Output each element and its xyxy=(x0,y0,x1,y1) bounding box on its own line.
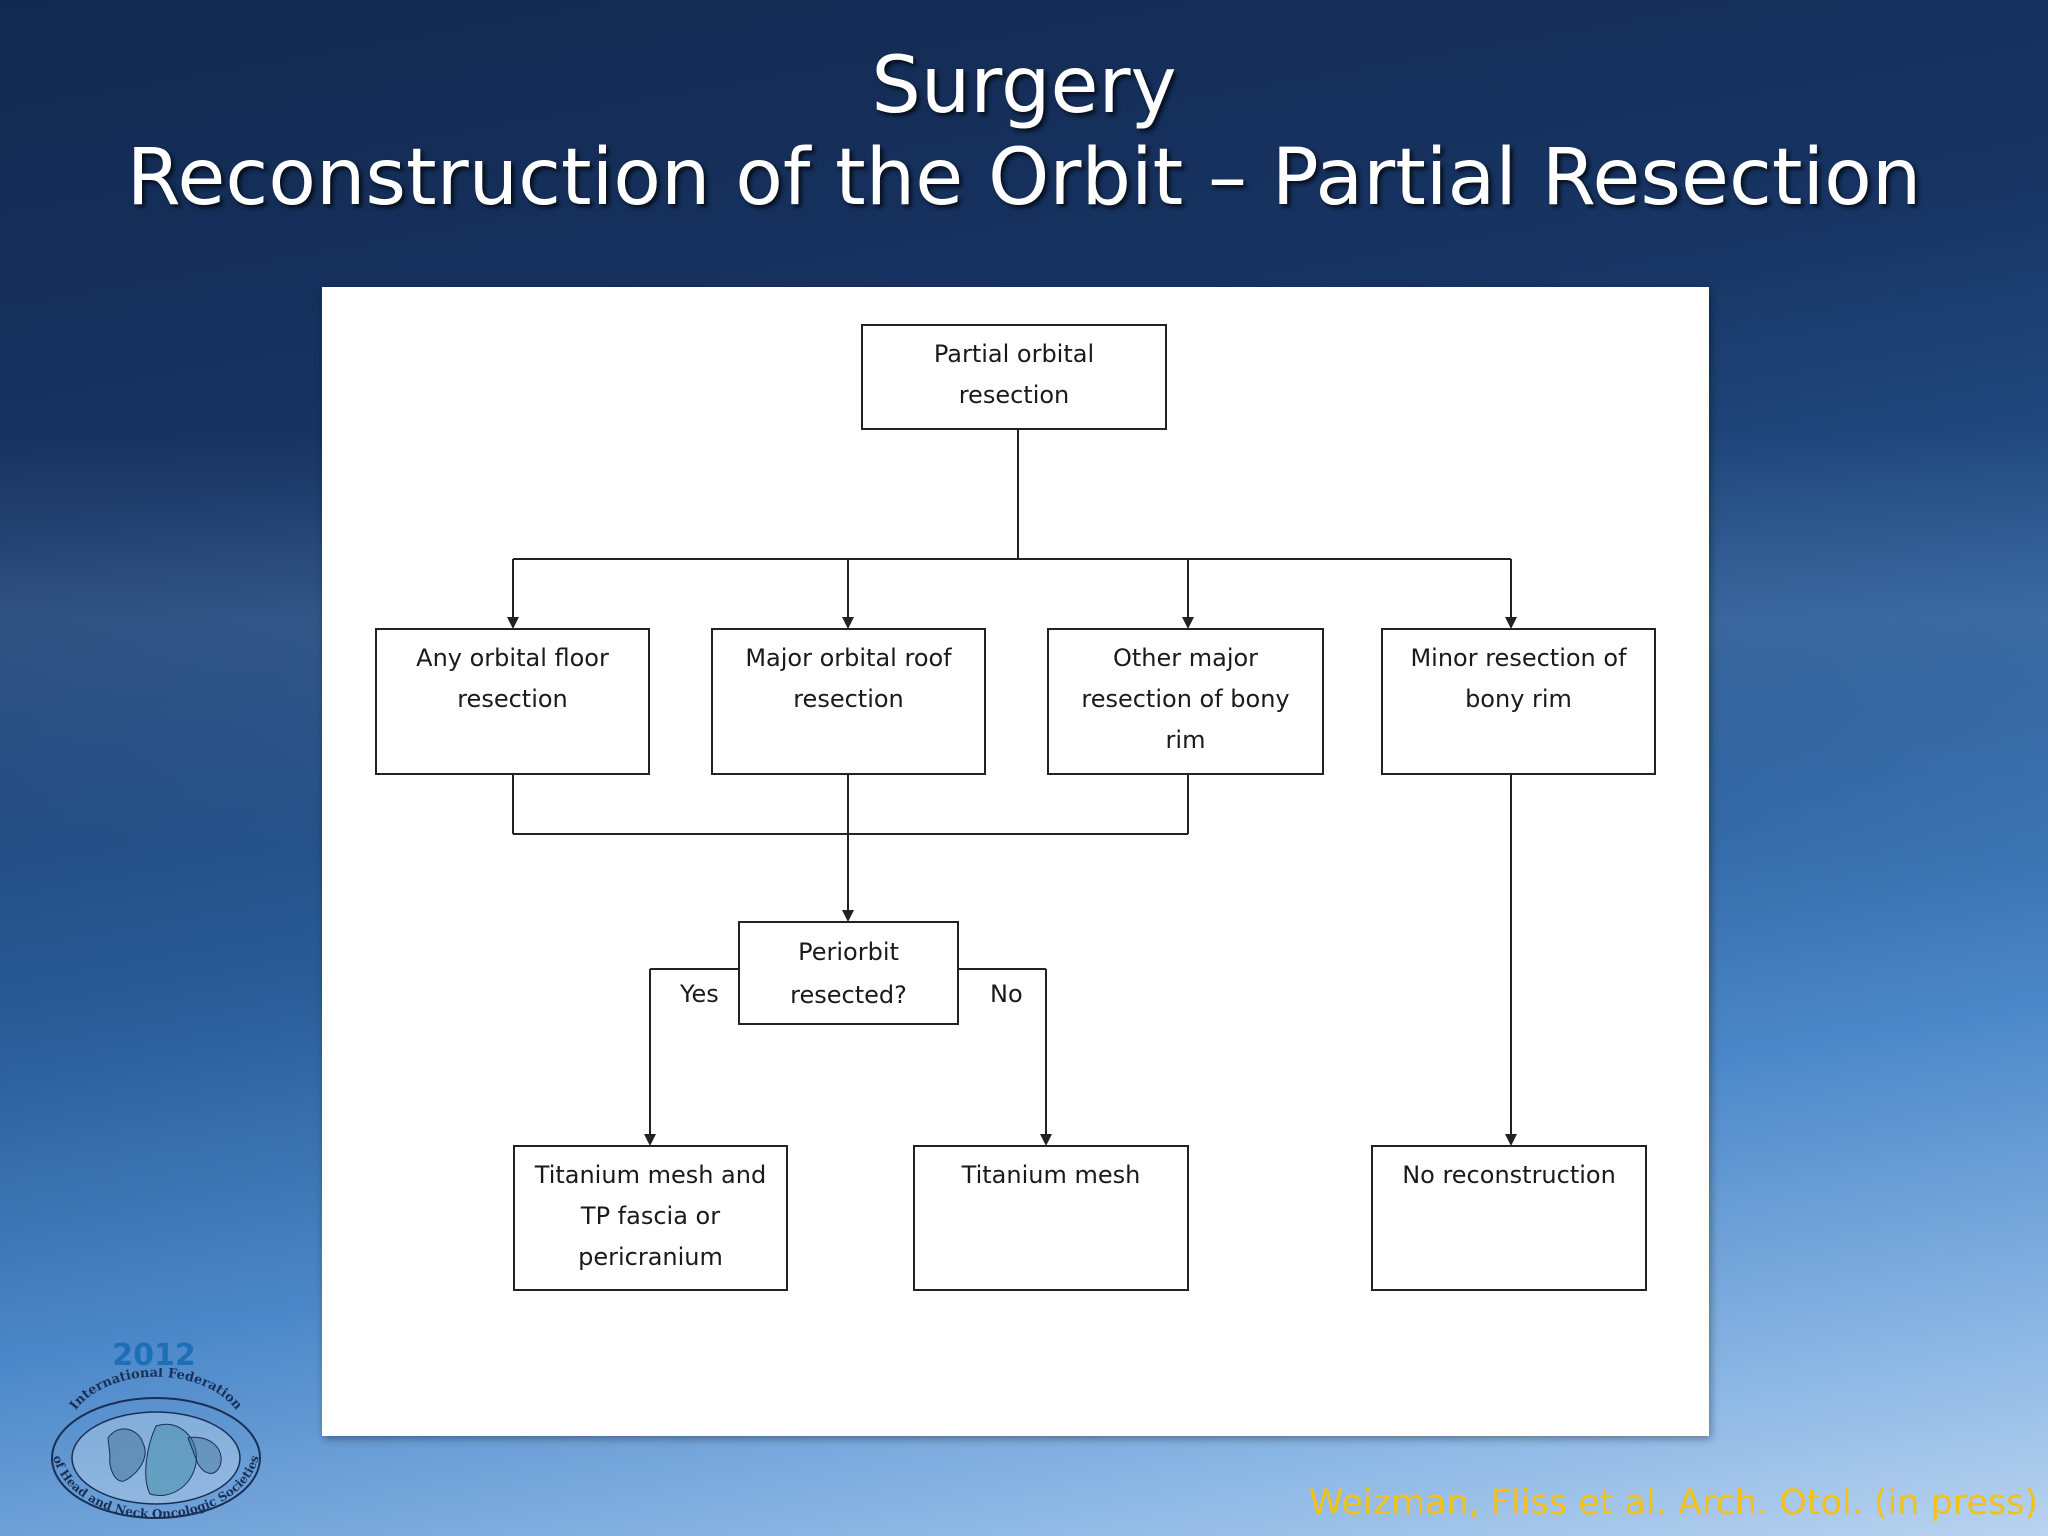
logo-org-top: International Federation xyxy=(67,1368,245,1413)
flowchart-panel: Partial orbital resection Any orbital fl… xyxy=(322,287,1709,1436)
citation: Weizman, Fliss et al. Arch. Otol. (in pr… xyxy=(1308,1483,2038,1523)
node-other-major-rim: Other major resection of bony rim xyxy=(1047,628,1324,775)
node-minor-rim: Minor resection of bony rim xyxy=(1381,628,1656,775)
svg-text:International Federation: International Federation xyxy=(67,1368,245,1413)
node-decision-periorbit: Periorbit resected? xyxy=(738,921,959,1025)
label-yes: Yes xyxy=(680,980,719,1008)
node-root: Partial orbital resection xyxy=(861,324,1167,430)
node-titanium-mesh-fascia: Titanium mesh and TP fascia or pericrani… xyxy=(513,1145,788,1291)
label-no: No xyxy=(990,980,1023,1008)
ifhnos-logo: 2012 International Federation of Head an… xyxy=(38,1338,270,1528)
logo-year: 2012 xyxy=(112,1338,196,1373)
slide-subtitle: Reconstruction of the Orbit – Partial Re… xyxy=(126,133,1922,223)
logo-emblem: International Federation of Head and Nec… xyxy=(50,1368,262,1521)
flowchart-connectors xyxy=(507,429,1517,1146)
node-titanium-mesh: Titanium mesh xyxy=(913,1145,1189,1291)
node-orbital-roof: Major orbital roof resection xyxy=(711,628,986,775)
node-orbital-floor: Any orbital floor resection xyxy=(375,628,650,775)
slide-title: Surgery xyxy=(871,41,1177,131)
node-no-reconstruction: No reconstruction xyxy=(1371,1145,1647,1291)
